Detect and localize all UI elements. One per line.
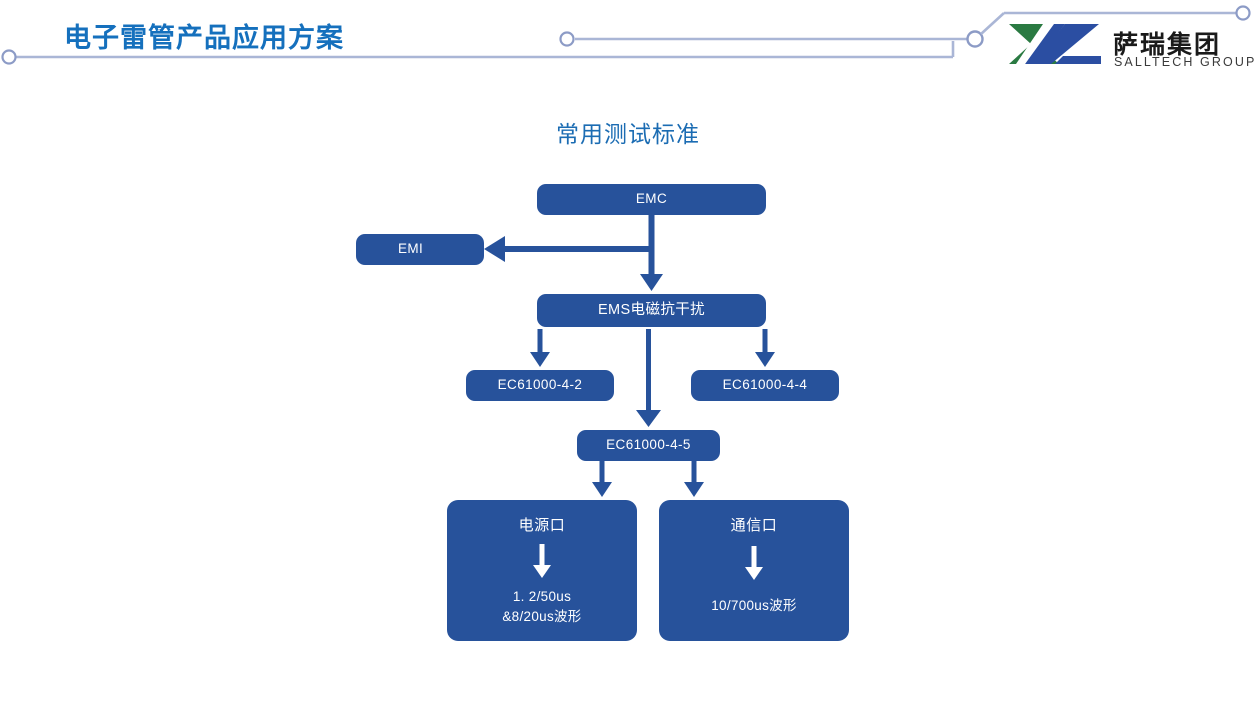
flow-node-emc[interactable]: EMC <box>537 184 766 215</box>
flow-node-ec61000-4-5[interactable]: EC61000-4-5 <box>577 430 720 461</box>
power-port-detail-line1: 1. 2/50us <box>512 589 572 604</box>
down-arrow-icon <box>531 544 553 578</box>
company-logo: 萨瑞集团 SALLTECH GROUP <box>1007 14 1254 70</box>
logo-name-en: SALLTECH GROUP <box>1114 55 1256 69</box>
page-title: 电子雷管产品应用方案 <box>64 23 344 53</box>
down-arrow-icon <box>743 546 765 580</box>
salltech-logo-mark <box>1009 24 1101 64</box>
flow-node-power-port[interactable]: 电源口 1. 2/50us &8/20us波形 <box>447 500 637 641</box>
flow-node-ec61000-4-2[interactable]: EC61000-4-2 <box>466 370 614 401</box>
flow-node-emi[interactable]: EMI <box>356 234 484 265</box>
power-port-title: 电源口 <box>518 517 566 534</box>
logo-name-cn: 萨瑞集团 <box>1113 31 1222 59</box>
flow-node-comm-port[interactable]: 通信口 10/700us波形 <box>659 500 849 641</box>
flow-node-ec61000-4-4[interactable]: EC61000-4-4 <box>691 370 839 401</box>
comm-port-detail-line1: 10/700us波形 <box>711 598 797 613</box>
section-title: 常用测试标准 <box>556 121 700 147</box>
flow-node-ems[interactable]: EMS电磁抗干扰 <box>537 294 766 327</box>
slide-header: 电子雷管产品应用方案 萨瑞集团 SALLTECH GROUP <box>0 0 1256 90</box>
power-port-detail-line2: &8/20us波形 <box>502 608 582 624</box>
comm-port-detail: 10/700us波形 <box>711 596 797 616</box>
comm-port-title: 通信口 <box>730 517 778 534</box>
power-port-detail: 1. 2/50us &8/20us波形 <box>502 587 581 626</box>
